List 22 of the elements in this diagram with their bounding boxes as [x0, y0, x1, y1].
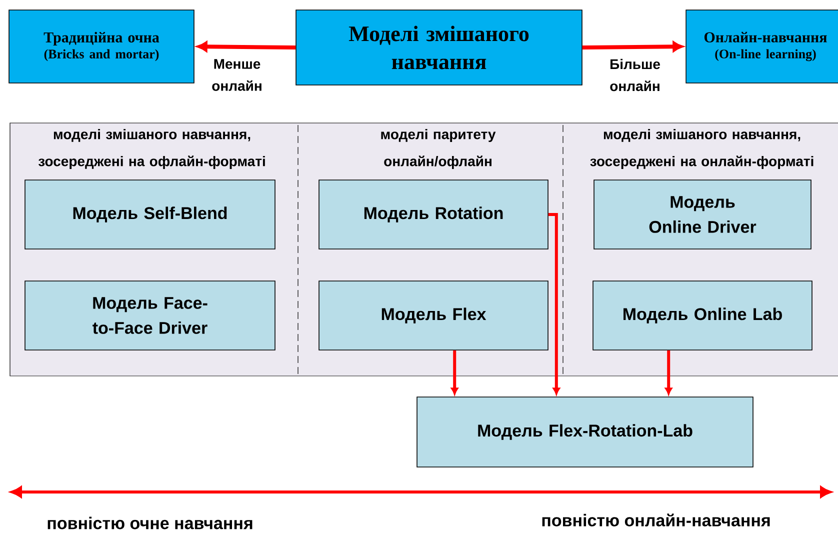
arrow [451, 350, 458, 395]
column-heading: моделі змішаного навчання, зосереджені на онлайн-форматі [590, 128, 814, 170]
arrow [548, 213, 560, 395]
column-heading: моделі змішаного навчання, зосереджені на офлайн-форматі [38, 128, 265, 170]
arrow [582, 41, 683, 52]
model-box: Моделі змішаного навчання [296, 10, 582, 86]
model-box: Модель Flex-Rotation-Lab [416, 396, 754, 468]
scale-label: повністю онлайн-навчання [542, 514, 770, 526]
model-box: Модель Self-Blend [24, 180, 276, 250]
arrow [197, 41, 296, 52]
model-box: Модель Online Driver [594, 180, 812, 250]
edge-label: Більше онлайн [610, 58, 660, 92]
model-box: Модель Face-to-Face Driver [24, 280, 276, 350]
model-box: Модель Rotation [318, 180, 548, 250]
model-box: Онлайн-навчання (On-line learning) [686, 10, 838, 84]
model-box: Традиційна очна (Bricks and mortar) [8, 10, 194, 84]
edge-label: Менше онлайн [212, 59, 262, 91]
model-box: Модель Flex [318, 280, 548, 350]
column-heading: моделі паритету онлайн/офлайн [381, 128, 496, 170]
arrow [665, 350, 672, 395]
model-box: Модель Online Lab [592, 280, 812, 350]
scale-label: повністю очне навчання [48, 516, 252, 530]
